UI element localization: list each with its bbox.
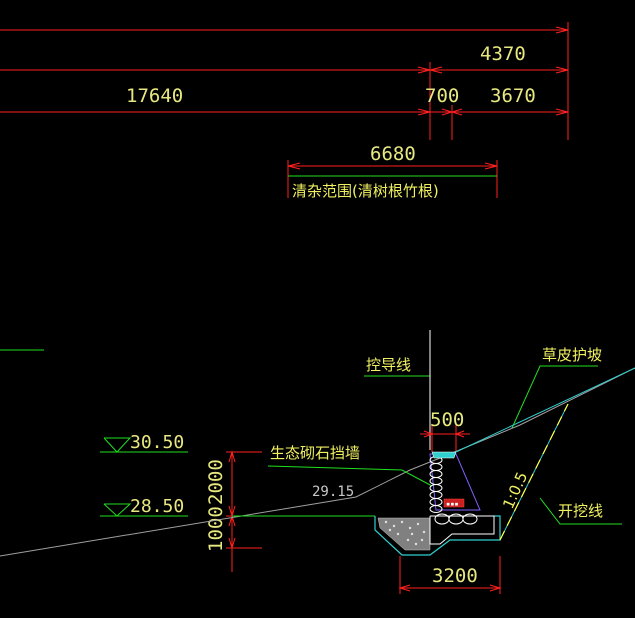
wall-block-marker: ▪▪▪ bbox=[446, 500, 459, 508]
wall-red-block bbox=[443, 498, 465, 508]
excavation-pit-outline bbox=[374, 515, 501, 556]
slope-top-line bbox=[455, 367, 635, 453]
eco-wall-leader bbox=[267, 465, 433, 487]
grass-slope-leader bbox=[511, 365, 598, 429]
concrete-base bbox=[429, 515, 495, 545]
dimension-1000: 1000 bbox=[205, 506, 227, 552]
dimension-6680: 6680 bbox=[370, 143, 416, 165]
height-dimension-lines bbox=[226, 450, 262, 572]
dimension-2000: 2000 bbox=[205, 459, 227, 505]
dimension-700: 700 bbox=[425, 85, 459, 107]
excavation-line-label: 开挖线 bbox=[558, 502, 603, 520]
dimension-4370: 4370 bbox=[480, 43, 526, 65]
level-marker-lower bbox=[100, 503, 188, 517]
stone-wall-blocks bbox=[429, 456, 478, 525]
excavation-leader bbox=[539, 497, 622, 525]
gravel-dots bbox=[384, 520, 426, 546]
excavation-dashed-line bbox=[499, 403, 569, 541]
level-lower-value: 28.50 bbox=[130, 496, 184, 517]
base-width-dimension bbox=[398, 556, 502, 594]
dimension-3200: 3200 bbox=[432, 565, 478, 587]
wall-top-dimension bbox=[420, 425, 470, 452]
gravel-base bbox=[377, 517, 431, 551]
ground-elevation-value: 29.15 bbox=[312, 484, 354, 500]
clearing-range-label: 清杂范围(清树根竹根) bbox=[292, 182, 439, 200]
dimension-500: 500 bbox=[430, 409, 464, 431]
slope-ratio-label: 1:0.5 bbox=[499, 469, 531, 511]
guide-line-label: 控导线 bbox=[366, 356, 411, 374]
wall-cap bbox=[431, 451, 457, 459]
clearing-dimension-lines bbox=[287, 160, 498, 198]
level-upper-value: 30.50 bbox=[130, 432, 184, 453]
top-dimension-lines bbox=[0, 22, 569, 140]
dimension-3670: 3670 bbox=[490, 85, 536, 107]
eco-wall-label: 生态砌石挡墙 bbox=[270, 444, 360, 462]
dimension-17640: 17640 bbox=[126, 85, 183, 107]
level-marker-upper bbox=[100, 437, 188, 453]
grass-slope-label: 草皮护坡 bbox=[542, 346, 602, 364]
original-ground-line bbox=[0, 367, 635, 557]
